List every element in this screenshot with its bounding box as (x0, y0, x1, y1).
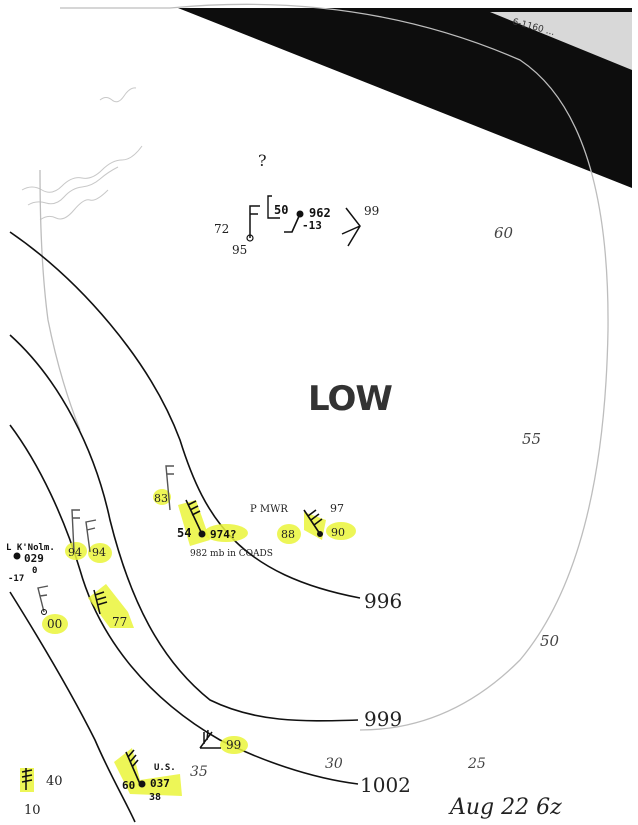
scan-edge-band (178, 8, 632, 188)
station-top-question: ? (258, 151, 267, 170)
station-left-v2: 94 (92, 546, 106, 559)
wind-barb-us (125, 749, 141, 785)
wind-barb-top (284, 213, 301, 233)
station-right-left: 88 (281, 528, 295, 541)
station-lower-left-circle (41, 609, 47, 615)
station-left-pressure: 029 (24, 552, 44, 565)
latitude-label-55: 55 (522, 430, 541, 448)
station-center-dot (198, 530, 206, 538)
station-lower-left: 00 (37, 585, 68, 634)
station-left-sub1: -17 (8, 574, 24, 584)
station-center-pressure: 974? (210, 528, 237, 541)
wind-barb-corner (21, 768, 33, 790)
faint-notes (21, 87, 143, 221)
station-top: ? 72 95 50 962 -13 99 (214, 151, 379, 257)
station-lower-left-value: 00 (47, 617, 62, 631)
station-center-left-top: 83 (154, 492, 168, 505)
latitude-label-25: 25 (467, 756, 486, 772)
station-us-dot (138, 780, 146, 788)
station-right-top: 97 (330, 502, 344, 515)
station-left: 94 94 L K'Nolm. 029 -17 0 (6, 509, 112, 584)
isobar-label-996: 996 (364, 589, 402, 613)
station-lower-mid: 77 (88, 584, 134, 629)
scan-edge-label-strip (490, 12, 632, 70)
station-center-note: 982 mb in COADS (190, 549, 273, 559)
wind-barb-left-2 (85, 519, 97, 553)
station-top-pressure: 962 (309, 206, 331, 220)
wind-barb-bottom-right (199, 729, 221, 749)
latitude-label-60: 60 (494, 224, 514, 242)
station-left-v1: 94 (68, 546, 82, 559)
date-label: Aug 22 6z (448, 795, 562, 820)
station-us-sub: 38 (149, 792, 161, 803)
station-left-dot (13, 552, 21, 560)
station-top-tendency: -13 (302, 219, 322, 232)
isobar-1002 (9, 424, 359, 785)
station-left-name: L K'Nolm. (6, 543, 55, 553)
wind-barb-right (303, 509, 323, 535)
isobar-outer (9, 591, 136, 823)
station-corner-top: 40 (46, 774, 63, 789)
latitude-label-50: 50 (540, 632, 560, 650)
wind-barb-top-left (249, 205, 260, 238)
isobar-label-1002: 1002 (360, 773, 411, 797)
station-top-right: 99 (364, 204, 379, 218)
station-us-pressure: 037 (150, 777, 170, 790)
wind-barb-top-right (341, 207, 361, 247)
station-right: P MWR 97 88 90 (250, 502, 356, 544)
wind-barb-lower-left (37, 585, 49, 613)
station-bottom-right: 99 (199, 729, 248, 754)
station-top-left-upper: 72 (214, 222, 229, 236)
wind-barb-center-upper (165, 465, 174, 511)
station-center-temp: 54 (177, 526, 191, 540)
station-bottom-right-value: 99 (226, 738, 241, 752)
wind-barb-center (185, 499, 203, 535)
wind-barb-lower-mid (93, 589, 108, 615)
station-us-name: U.S. (154, 763, 176, 773)
coastline-outline (39, 3, 609, 731)
station-right-name: P MWR (250, 504, 288, 515)
isobar-996 (9, 231, 361, 599)
station-top-bracket (267, 195, 280, 219)
station-center: 83 54 974? 982 mb in COADS (153, 465, 273, 559)
station-top-temp: 50 (274, 203, 288, 217)
station-right-right: 90 (331, 526, 345, 539)
pressure-center-label: LOW (308, 379, 392, 419)
station-corner-bottom: 10 (24, 803, 41, 818)
station-us: U.S. 60 037 38 (114, 748, 182, 803)
station-left-sub2: 0 (32, 566, 37, 576)
latitude-label-35: 35 (190, 764, 208, 780)
isobar-999 (9, 334, 359, 722)
station-corner: 40 10 (20, 768, 63, 818)
station-right-dot (317, 531, 323, 537)
station-us-temp: 60 (122, 779, 135, 792)
isobar-label-999: 999 (364, 707, 402, 731)
wind-barb-left-1 (71, 509, 80, 553)
station-lower-mid-value: 77 (112, 615, 127, 629)
station-top-circle (246, 234, 254, 242)
latitude-label-30: 30 (325, 756, 343, 772)
station-top-left-lower: 95 (232, 243, 247, 257)
